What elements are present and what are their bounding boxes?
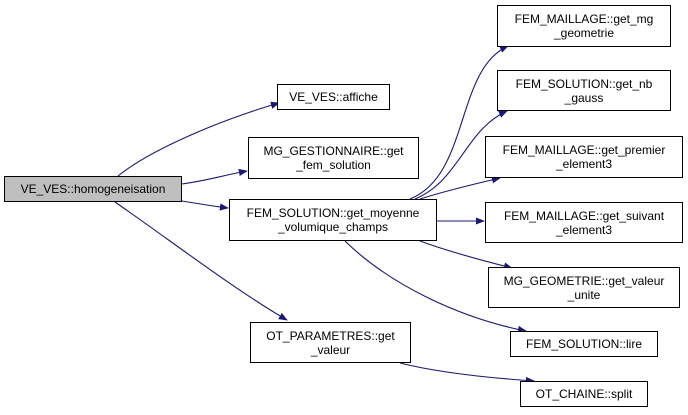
node-root: VE_VES::homogeneisation [4,176,182,202]
node-mg-geometrie[interactable]: FEM_MAILLAGE::get_mg _geometrie [497,5,671,47]
node-label: MG_GEOMETRIE::get_valeur _unite [503,273,665,302]
node-label: FEM_MAILLAGE::get_mg _geometrie [514,12,654,40]
node-label: FEM_MAILLAGE::get_suivant _element3 [503,208,665,237]
node-label: OT_CHAINE::split [535,387,633,401]
node-moyenne[interactable]: FEM_SOLUTION::get_moyenne _volumique_cha… [229,199,437,241]
node-suivant[interactable]: FEM_MAILLAGE::get_suivant _element3 [485,202,683,243]
node-label: MG_GESTIONNAIRE::get _fem_solution [263,144,404,172]
node-label: FEM_MAILLAGE::get_premier _element3 [502,143,666,171]
node-parametres[interactable]: OT_PARAMETRES::get _valeur [250,322,411,363]
edge-root-to-parametres [114,201,288,321]
node-affiche[interactable]: VE_VES::affiche [277,84,390,110]
node-premier[interactable]: FEM_MAILLAGE::get_premier _element3 [485,136,683,178]
node-gestionnaire[interactable]: MG_GESTIONNAIRE::get _fem_solution [248,137,419,179]
node-valeur-unite[interactable]: MG_GEOMETRIE::get_valeur _unite [488,267,680,308]
edge-moyenne-to-mg_geometrie [409,45,509,200]
node-label: OT_PARAMETRES::get _valeur [266,328,395,357]
node-label: FEM_SOLUTION::get_nb _gauss [515,76,653,105]
edge-root-to-affiche [117,101,280,177]
node-label: VE_VES::affiche [289,90,378,104]
edge-moyenne-to-lire [344,240,527,333]
node-split[interactable]: OT_CHAINE::split [520,381,648,407]
node-nb-gauss[interactable]: FEM_SOLUTION::get_nb _gauss [497,70,671,111]
edge-root-to-gestionnaire [181,168,248,185]
node-lire[interactable]: FEM_SOLUTION::lire [510,331,658,357]
node-label: VE_VES::homogeneisation [20,182,166,196]
node-label: FEM_SOLUTION::lire [525,337,642,351]
edge-moyenne-to-premier [419,176,501,200]
edge-moyenne-to-valeur_unite [419,240,513,270]
edge-root-to-moyenne [181,200,229,211]
node-label: FEM_SOLUTION::get_moyenne _volumique_cha… [246,206,420,234]
edge-parametres-to-split [399,362,535,385]
edge-moyenne-to-nb_gauss [414,110,508,200]
